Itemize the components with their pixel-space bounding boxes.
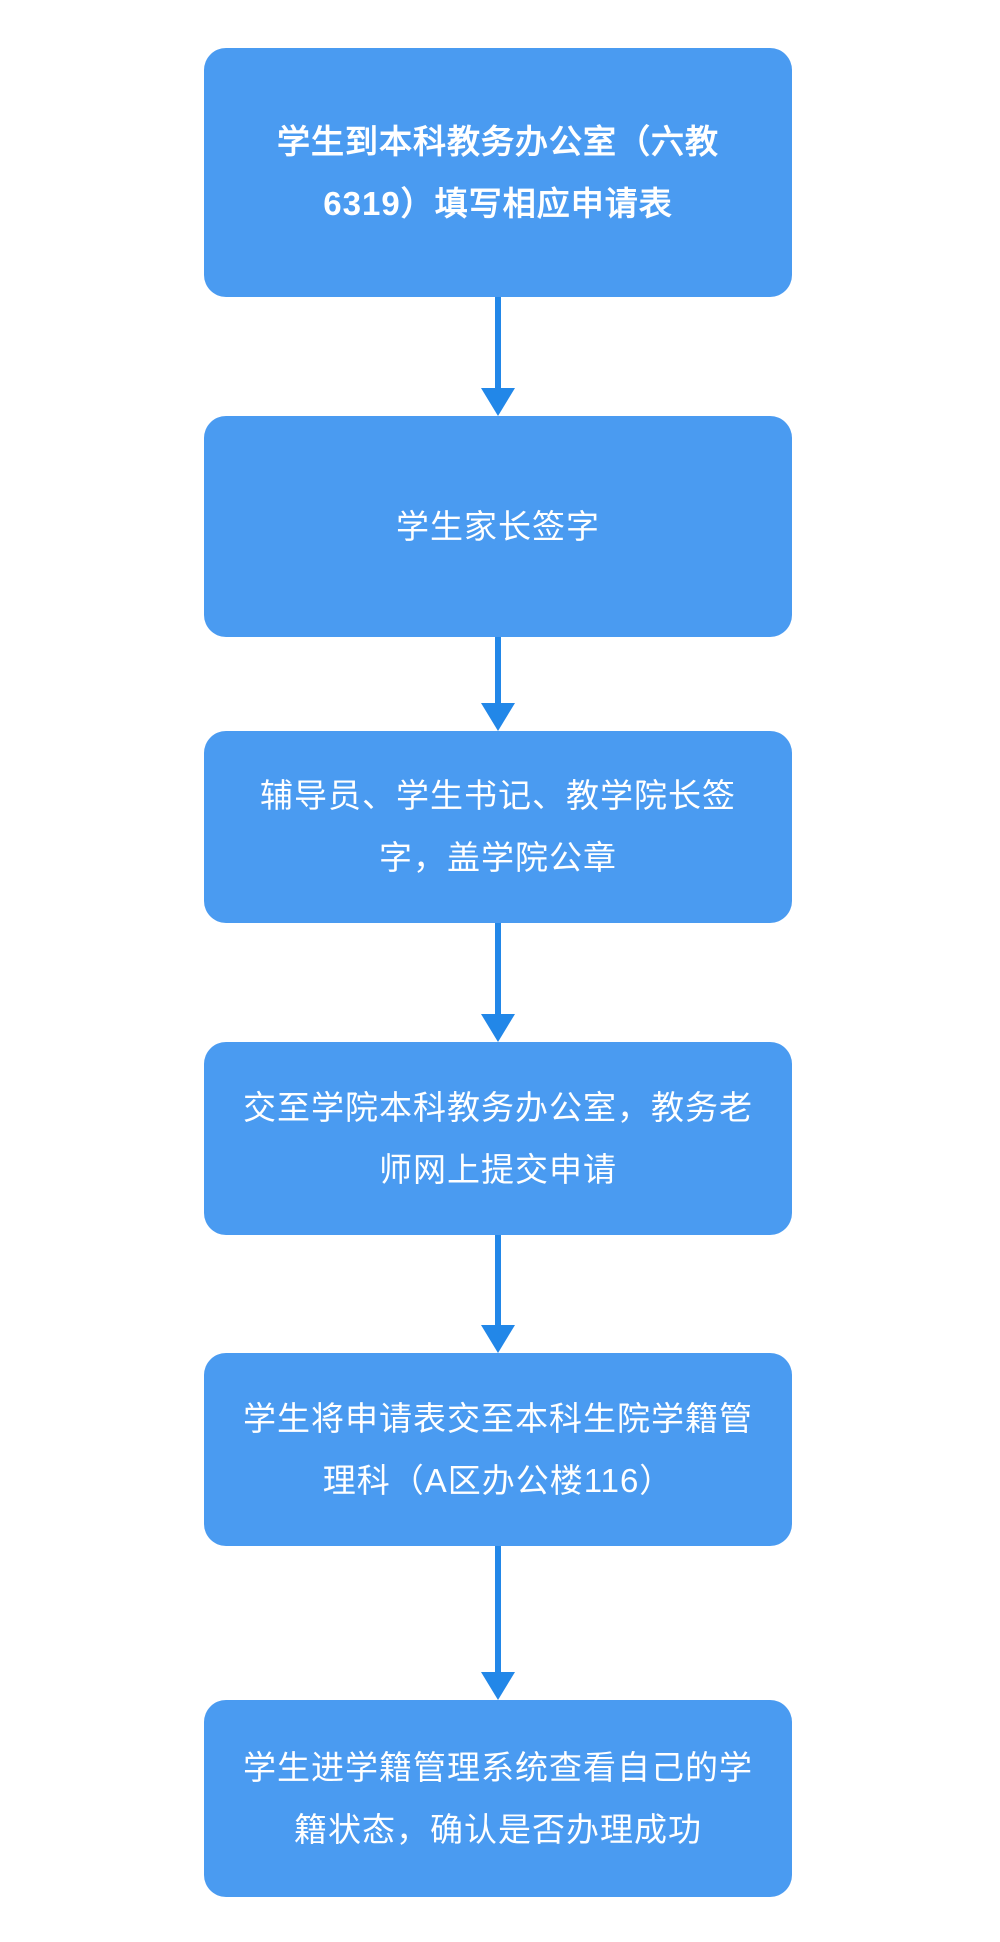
arrow-down-icon — [481, 1325, 515, 1353]
arrow-connector-4-stem — [495, 1235, 501, 1328]
flow-step-6: 学生进学籍管理系统查看自己的学 籍状态，确认是否办理成功 — [204, 1700, 792, 1897]
flow-step-3: 辅导员、学生书记、教学院长签 字，盖学院公章 — [204, 731, 792, 923]
flow-step-6-line-2: 籍状态，确认是否办理成功 — [294, 1810, 702, 1848]
arrow-down-icon — [481, 1672, 515, 1700]
flow-step-5-line-1: 学生将申请表交至本科生院学籍管 — [243, 1399, 753, 1437]
flow-step-3-line-1: 辅导员、学生书记、教学院长签 — [260, 777, 736, 814]
flow-step-4: 交至学院本科教务办公室，教务老 师网上提交申请 — [204, 1042, 792, 1235]
flow-step-1: 学生到本科教务办公室（六教 6319）填写相应申请表 — [204, 48, 792, 297]
arrow-down-icon — [481, 703, 515, 731]
flow-step-1-line-1: 学生到本科教务办公室（六教 — [277, 122, 719, 160]
flow-step-2: 学生家长签字 — [204, 416, 792, 637]
arrow-down-icon — [481, 388, 515, 416]
flow-step-4-line-2: 师网上提交申请 — [379, 1150, 617, 1188]
arrow-connector-3-stem — [495, 923, 501, 1017]
flow-step-3-line-2: 字，盖学院公章 — [379, 839, 617, 876]
flow-step-1-line-2: 6319）填写相应申请表 — [323, 184, 673, 222]
flow-step-6-line-1: 学生进学籍管理系统查看自己的学 — [243, 1748, 753, 1786]
arrow-connector-1-stem — [495, 297, 501, 391]
flow-step-5-line-2: 理科（A区办公楼116） — [322, 1461, 674, 1499]
arrow-down-icon — [481, 1014, 515, 1042]
flow-step-5: 学生将申请表交至本科生院学籍管 理科（A区办公楼116） — [204, 1353, 792, 1546]
flow-step-4-line-1: 交至学院本科教务办公室，教务老 — [243, 1088, 753, 1126]
arrow-connector-5-stem — [495, 1546, 501, 1675]
flow-step-2-line-1: 学生家长签字 — [396, 507, 600, 545]
arrow-connector-2-stem — [495, 637, 501, 706]
